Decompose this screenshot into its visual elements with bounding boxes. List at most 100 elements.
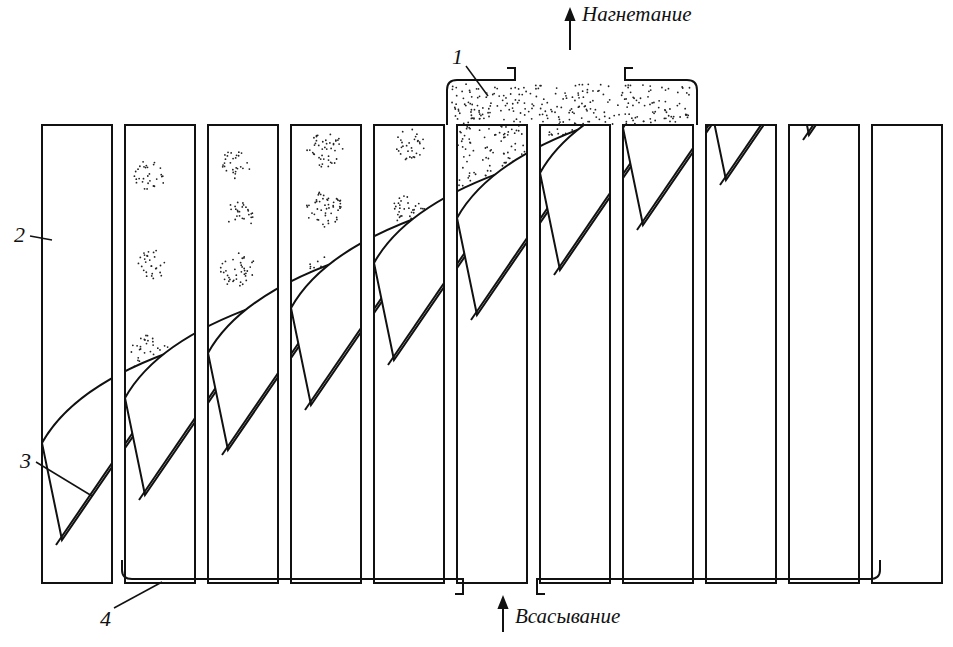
gas-stipple: [487, 112, 489, 114]
gas-stipple: [455, 103, 457, 105]
gas-stipple: [524, 114, 526, 116]
gas-stipple: [559, 121, 561, 123]
screw-blade: [789, 0, 944, 140]
gas-stipple: [595, 116, 597, 118]
gas-stipple: [542, 121, 544, 123]
gas-stipple: [642, 84, 644, 86]
gas-stipple: [643, 120, 645, 122]
gas-stipple: [590, 108, 592, 110]
suction-manifold: [537, 560, 880, 594]
gas-stipple: [577, 106, 579, 108]
gas-stipple: [455, 87, 457, 89]
gas-stipple: [479, 118, 481, 120]
gas-stipple: [535, 96, 537, 98]
gas-stipple: [524, 108, 526, 110]
gas-stipple: [463, 97, 465, 99]
pump-cell: [706, 125, 776, 583]
callout-number: 2: [14, 224, 25, 246]
gas-stipple: [514, 87, 516, 89]
gas-stipple: [609, 117, 611, 119]
gas-stipple: [648, 90, 650, 92]
gas-stipple: [471, 114, 473, 116]
gas-stipple: [687, 116, 689, 118]
gas-stipple: [554, 111, 556, 113]
gas-stipple: [577, 94, 579, 96]
gas-stipple: [537, 88, 539, 90]
gas-stipple: [651, 102, 653, 104]
gas-stipple: [626, 106, 628, 108]
gas-stipple: [510, 93, 512, 95]
gas-stipple: [469, 89, 471, 91]
gas-stipple: [598, 118, 600, 120]
gas-stipple: [665, 117, 667, 119]
gas-stipple: [562, 98, 564, 100]
gas-stipple: [471, 118, 473, 120]
gas-stipple: [476, 88, 478, 90]
gas-stipple: [517, 102, 519, 104]
gas-stipple: [582, 84, 584, 86]
gas-stipple: [665, 89, 667, 91]
gas-stipple: [587, 83, 589, 85]
gas-stipple: [500, 110, 502, 112]
gas-stipple: [469, 103, 471, 105]
gas-stipple: [632, 105, 634, 107]
gas-stipple: [565, 95, 567, 97]
gas-stipple: [632, 119, 634, 121]
gas-stipple: [607, 101, 609, 103]
gas-stipple: [478, 88, 480, 90]
pump-cell: [789, 125, 859, 583]
gas-stipple: [581, 103, 583, 105]
gas-stipple: [578, 84, 580, 86]
gas-stipple: [556, 106, 558, 108]
gas-stipple: [473, 117, 475, 119]
gas-stipple: [625, 85, 627, 87]
gas-stipple: [515, 99, 517, 101]
gas-stipple: [531, 108, 533, 110]
gas-stipple: [650, 121, 652, 123]
leader-line: [30, 236, 52, 240]
gas-stipple: [458, 110, 460, 112]
gas-stipple: [604, 115, 606, 117]
gas-stipple: [612, 123, 614, 125]
gas-stipple: [681, 86, 683, 88]
gas-stipple: [513, 121, 515, 123]
gas-stipple: [621, 94, 623, 96]
pump-cell: [42, 125, 112, 583]
gas-stipple: [531, 118, 533, 120]
gas-stipple: [533, 105, 535, 107]
gas-stipple: [512, 103, 514, 105]
gas-stipple: [518, 99, 520, 101]
gas-stipple: [468, 101, 470, 103]
gas-stipple: [485, 96, 487, 98]
gas-stipple: [575, 85, 577, 87]
gas-stipple: [486, 92, 488, 94]
gas-stipple: [672, 118, 674, 120]
gas-stipple: [676, 105, 678, 107]
gas-stipple: [592, 100, 594, 102]
gas-stipple: [479, 95, 481, 97]
gas-stipple: [457, 118, 459, 120]
gas-stipple: [578, 106, 580, 108]
gas-stipple: [608, 85, 610, 87]
gas-stipple: [630, 85, 632, 87]
gas-stipple: [566, 97, 568, 99]
gas-stipple: [488, 108, 490, 110]
discharge-manifold: [447, 68, 515, 125]
gas-stipple: [513, 110, 515, 112]
gas-stipple: [482, 107, 484, 109]
gas-stipple: [456, 95, 458, 97]
gas-stipple: [632, 96, 634, 98]
gas-stipple: [478, 111, 480, 113]
pump-cell: [125, 125, 195, 583]
gas-stipple: [519, 121, 521, 123]
gas-stipple: [652, 111, 654, 113]
gas-stipple: [653, 112, 655, 114]
pump-cell: [540, 125, 610, 583]
callout-number: 4: [100, 608, 111, 630]
gas-stipple: [477, 105, 479, 107]
gas-stipple: [494, 87, 496, 89]
pump-cell: [623, 125, 693, 583]
gas-stipple: [595, 109, 597, 111]
gas-stipple: [578, 97, 580, 99]
